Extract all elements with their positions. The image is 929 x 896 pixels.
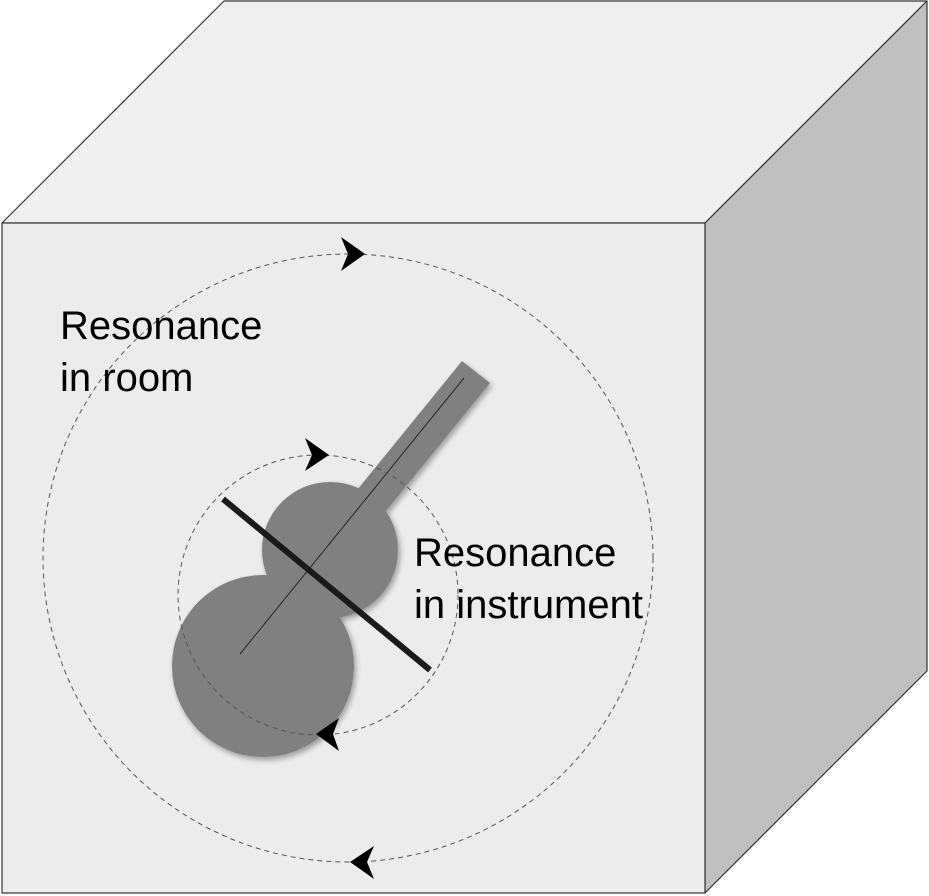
room-label-line2: in room xyxy=(60,356,193,400)
room-path-arrowhead-bottom xyxy=(350,846,374,879)
room-path-arrowhead-top xyxy=(341,237,365,271)
guitar-icon xyxy=(172,361,490,757)
instrument-resonance-label: Resonance in instrument xyxy=(414,531,643,627)
room-resonance-label: Resonance in room xyxy=(60,304,262,400)
instrument-label-line1: Resonance xyxy=(414,531,616,575)
instrument-path-arrowhead-bottom xyxy=(316,718,339,751)
room-label-line1: Resonance xyxy=(60,304,262,348)
instrument-label-line2: in instrument xyxy=(414,583,643,627)
guitar-neck xyxy=(340,361,490,533)
guitar-string xyxy=(239,377,465,655)
guitar-bridge xyxy=(221,496,432,673)
guitar-lower-bout xyxy=(172,575,354,757)
instrument-path-arrowhead-top xyxy=(305,438,329,471)
